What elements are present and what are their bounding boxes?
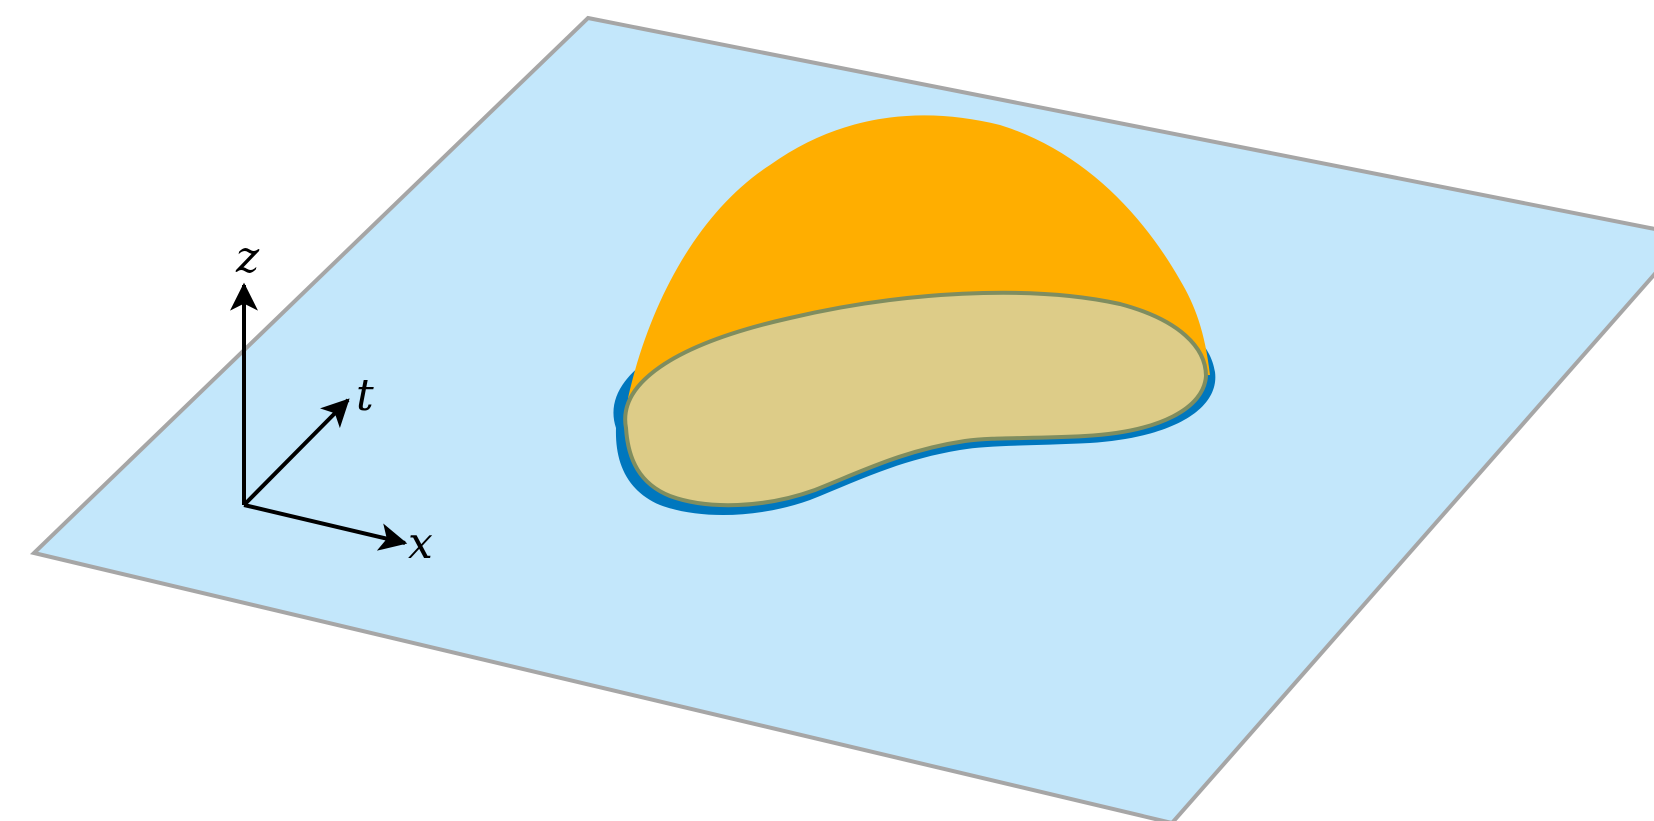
z-axis-label: z [235, 232, 260, 283]
x-axis-label: x [408, 518, 433, 569]
t-axis-label: t [356, 370, 374, 421]
